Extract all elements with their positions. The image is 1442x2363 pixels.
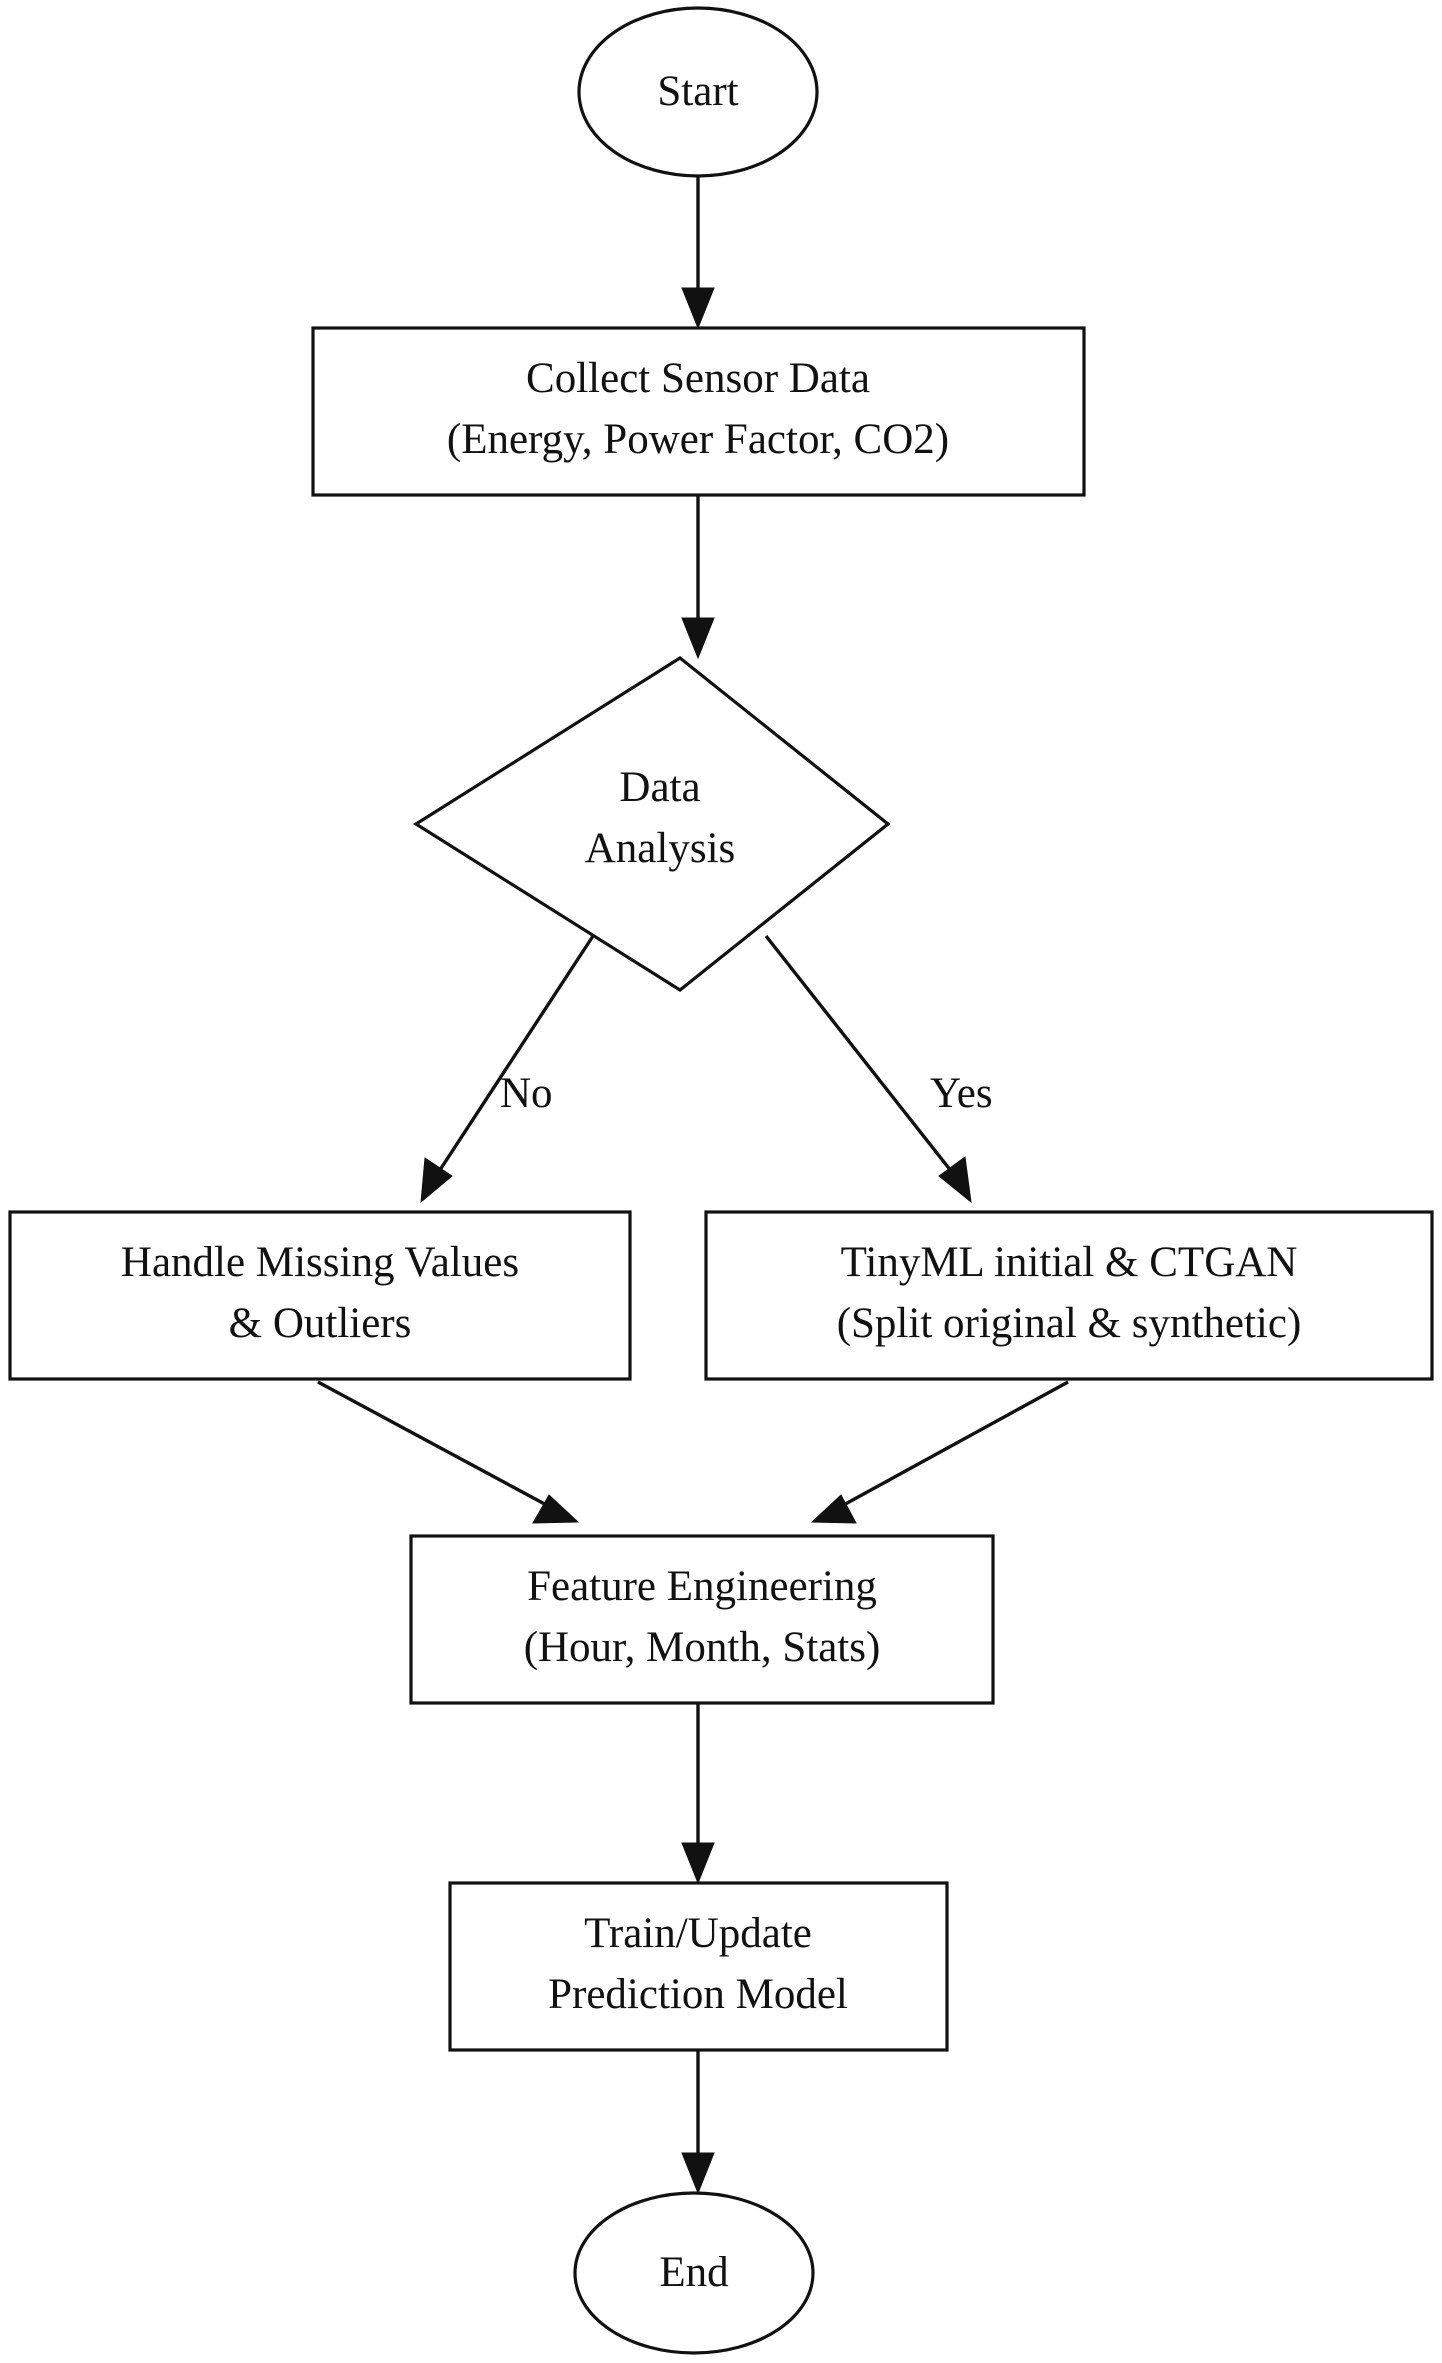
node-train-update-model[interactable]: Train/Update Prediction Model — [448, 1881, 949, 2052]
node-collect-sensor-data-shape[interactable] — [311, 326, 1086, 497]
node-tinyml-ctgan-line1: TinyML initial & CTGAN — [841, 1239, 1298, 1286]
node-feature-engineering-line1: Feature Engineering — [527, 1563, 877, 1610]
node-handle-missing-values[interactable]: Handle Missing Values & Outliers — [8, 1210, 632, 1381]
edge-line — [764, 934, 957, 1178]
node-feature-engineering[interactable]: Feature Engineering (Hour, Month, Stats) — [409, 1534, 995, 1705]
node-feature-engineering-shape[interactable] — [409, 1534, 995, 1705]
node-data-analysis-shape[interactable] — [412, 656, 891, 992]
node-data-analysis[interactable]: Data Analysis — [412, 656, 891, 992]
edge-label-yes: Yes — [930, 1070, 993, 1117]
edge-label-no: No — [500, 1070, 553, 1117]
node-train-update-model-line2: Prediction Model — [548, 1971, 848, 2018]
edge-line — [837, 1380, 1069, 1510]
node-collect-sensor-data[interactable]: Collect Sensor Data (Energy, Power Facto… — [311, 326, 1086, 497]
node-train-update-model-shape[interactable] — [448, 1881, 949, 2052]
edge-start-to-collect — [681, 176, 715, 330]
node-train-update-model-line1: Train/Update — [584, 1910, 812, 1957]
node-feature-engineering-line2: (Hour, Month, Stats) — [524, 1624, 881, 1671]
node-end-shape[interactable] — [573, 2191, 815, 2355]
arrow-head-icon — [681, 2152, 715, 2195]
node-handle-missing-values-line1: Handle Missing Values — [121, 1239, 519, 1286]
node-collect-sensor-data-line1: Collect Sensor Data — [526, 355, 870, 402]
node-start-shape[interactable] — [577, 6, 819, 178]
arrow-head-icon — [810, 1494, 857, 1524]
node-end-label: End — [659, 2249, 728, 2296]
arrow-head-icon — [681, 1842, 715, 1885]
edge-feature-to-train — [681, 1703, 715, 1885]
arrow-head-icon — [532, 1494, 580, 1524]
node-tinyml-ctgan-line2: (Split original & synthetic) — [837, 1300, 1302, 1347]
edge-tinyml-to-feature — [810, 1380, 1069, 1524]
arrow-head-icon — [938, 1156, 972, 1204]
node-start-label: Start — [657, 68, 738, 115]
edge-line — [434, 935, 595, 1177]
arrow-head-icon — [681, 617, 715, 660]
node-data-analysis-line1: Data — [619, 764, 700, 811]
edge-handle-to-feature — [317, 1380, 580, 1524]
node-handle-missing-values-shape[interactable] — [8, 1210, 632, 1381]
edge-collect-to-analysis — [681, 495, 715, 660]
node-tinyml-ctgan[interactable]: TinyML initial & CTGAN (Split original &… — [704, 1210, 1434, 1381]
edge-analysis-to-tinyml: Yes — [764, 934, 993, 1204]
edge-analysis-to-handle: No — [420, 935, 595, 1204]
node-data-analysis-line2: Analysis — [585, 825, 736, 872]
node-handle-missing-values-line2: & Outliers — [229, 1300, 412, 1347]
edge-train-to-end — [681, 2050, 715, 2195]
edge-line — [317, 1380, 553, 1510]
node-collect-sensor-data-line2: (Energy, Power Factor, CO2) — [447, 416, 949, 463]
node-tinyml-ctgan-shape[interactable] — [704, 1210, 1434, 1381]
arrow-head-icon — [420, 1157, 453, 1204]
arrow-head-icon — [681, 287, 715, 330]
node-start[interactable]: Start — [577, 6, 819, 178]
node-end[interactable]: End — [573, 2191, 815, 2355]
